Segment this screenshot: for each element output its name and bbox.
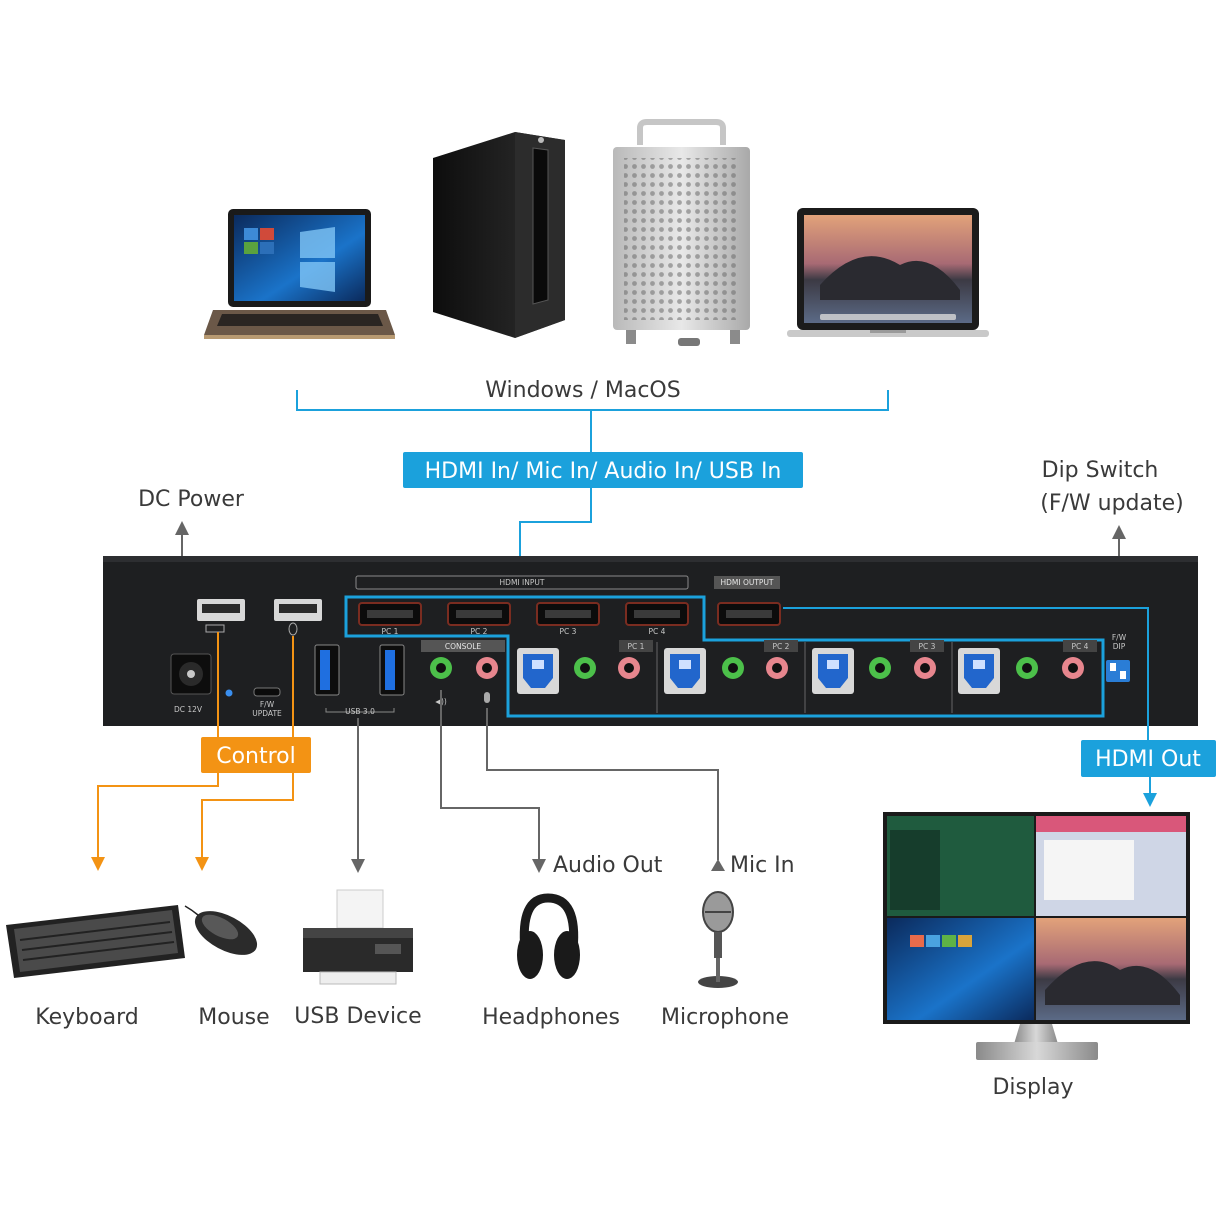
printer-image [303,889,413,985]
dip-switch[interactable] [1106,660,1130,682]
control-badge: Control [201,737,311,773]
fw-update-label-1: F/W [260,700,275,709]
dc-power-jack[interactable] [170,653,212,695]
dc-power-label: DC Power [138,487,245,512]
macbook-laptop-image [787,208,989,337]
pc4-group-label: PC 4 [1072,642,1089,651]
hdmi-input-header: HDMI INPUT [500,578,545,587]
console-header-bg [421,640,505,652]
mac-pro-tower-image [613,119,750,346]
dc-12v-label: DC 12V [174,705,203,714]
console-audio-out-jack[interactable] [430,657,452,679]
microphone-image [698,891,738,988]
audio-out-arrow [440,690,546,873]
audio-out-label: Audio Out [553,853,663,878]
control-badge-label: Control [216,744,296,769]
dip-switch-label: Dip Switch [1042,458,1159,483]
mouse-label: Mouse [198,1005,269,1030]
console-mic-in-jack[interactable] [476,657,498,679]
pc2-port-group: PC 2 [664,640,806,713]
pc1-group-label: PC 1 [628,642,645,651]
power-led [225,689,233,697]
desktop-tower-image [433,132,565,338]
console-header: CONSOLE [445,642,482,651]
hdmi-pc4-label: PC 4 [649,627,666,636]
mic-in-label: Mic In [730,853,795,878]
usb3-port-2[interactable] [379,644,405,696]
input-ports-outline [344,595,1105,718]
hdmi-output-port[interactable] [717,602,781,626]
pc3-group-label: PC 3 [919,642,936,651]
windows-macos-label: Windows / MacOS [485,378,680,403]
usb-a-port-1[interactable] [197,599,245,621]
hdmi-port-pc4[interactable] [625,602,689,626]
hdmi-port-pc2[interactable] [447,602,511,626]
keyboard-image [6,905,185,978]
usb-a-port-2[interactable] [274,599,322,621]
windows-laptop-image [204,209,395,339]
mic-in-arrowhead [711,859,725,871]
hdmi-port-pc1[interactable] [358,602,422,626]
hdmi-out-badge-label: HDMI Out [1095,747,1201,772]
headphones-label: Headphones [482,1005,620,1030]
mouse-arrow [195,773,294,871]
usb3-port-1[interactable] [314,644,340,696]
usb-device-label: USB Device [294,1004,421,1029]
usb30-label: USB 3.0 [345,707,375,716]
inputs-arrow [513,488,592,572]
fw-update-port[interactable] [253,687,281,697]
keyboard-label: Keyboard [35,1005,138,1030]
pc1-port-group: PC 1 [517,640,658,713]
computers-bracket [296,390,889,452]
hdmi-port-pc3[interactable] [536,602,600,626]
inputs-badge: HDMI In/ Mic In/ Audio In/ USB In [403,452,803,488]
inputs-badge-label: HDMI In/ Mic In/ Audio In/ USB In [425,459,782,484]
hdmi-pc1-label: PC 1 [382,627,399,636]
microphone-label: Microphone [661,1005,789,1030]
mouse-port-icon [288,622,298,636]
fw-dip-label-2: DIP [1113,642,1126,651]
mouse-image [184,905,258,955]
dip-switch-sublabel: (F/W update) [1040,491,1184,516]
mic-in-line [486,708,719,860]
display-image [883,812,1190,1060]
keyboard-port-icon [205,624,225,633]
keyboard-arrow [91,773,219,871]
pc2-group-label: PC 2 [773,642,790,651]
pc3-port-group: PC 3 [812,640,953,713]
fw-dip-label-1: F/W [1112,633,1127,642]
kvm-rear-panel: HDMI INPUT HDMI OUTPUT PC 1 PC 2 PC 3 PC… [103,556,1198,726]
mic-symbol-icon [484,692,490,703]
hdmi-pc2-label: PC 2 [471,627,488,636]
hdmi-out-line [783,607,1149,742]
display-label: Display [992,1075,1073,1100]
fw-update-label-2: UPDATE [252,709,282,718]
hdmi-pc3-label: PC 3 [560,627,577,636]
headphones-image [517,893,580,979]
hdmi-out-badge: HDMI Out [1081,740,1216,777]
hdmi-output-header: HDMI OUTPUT [720,578,773,587]
pc4-port-group: PC 4 [958,640,1097,694]
